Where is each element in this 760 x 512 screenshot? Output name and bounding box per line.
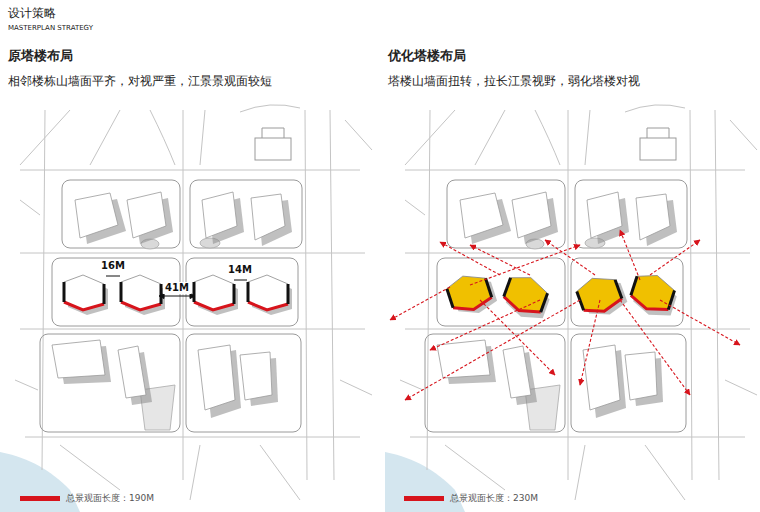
tower (64, 275, 108, 315)
original-towers (64, 275, 292, 315)
view-arrows (390, 230, 740, 400)
legend-text: 总景观面长度：190M (66, 493, 154, 504)
panel-heading: 原塔楼布局 (8, 48, 73, 64)
panel-heading: 优化塔楼布局 (388, 48, 466, 64)
dimension-label: 41M (163, 282, 191, 294)
panel-description: 塔楼山墙面扭转，拉长江景视野，弱化塔楼对视 (388, 74, 640, 88)
tower (248, 275, 292, 315)
legend-swatch (404, 496, 444, 501)
tower (499, 271, 554, 324)
legend-swatch (20, 496, 60, 501)
tower (627, 270, 681, 322)
page-title: 设计策略 (8, 6, 56, 20)
tower (121, 275, 165, 315)
tower (445, 268, 499, 320)
dimension-lines (106, 276, 247, 299)
tower (574, 270, 629, 323)
tower (194, 275, 238, 315)
base-map-left (0, 105, 372, 512)
base-map-right (385, 105, 757, 512)
dimension-label: 16M (99, 260, 127, 272)
optimized-towers (445, 268, 681, 323)
subtitle-english: MASTERPLAN STRATEGY (8, 24, 93, 32)
legend-text: 总景观面长度：230M (450, 493, 538, 504)
panel-description: 相邻楼栋山墙面平齐，对视严重，江景景观面较短 (8, 74, 272, 88)
dimension-label: 14M (226, 264, 254, 276)
